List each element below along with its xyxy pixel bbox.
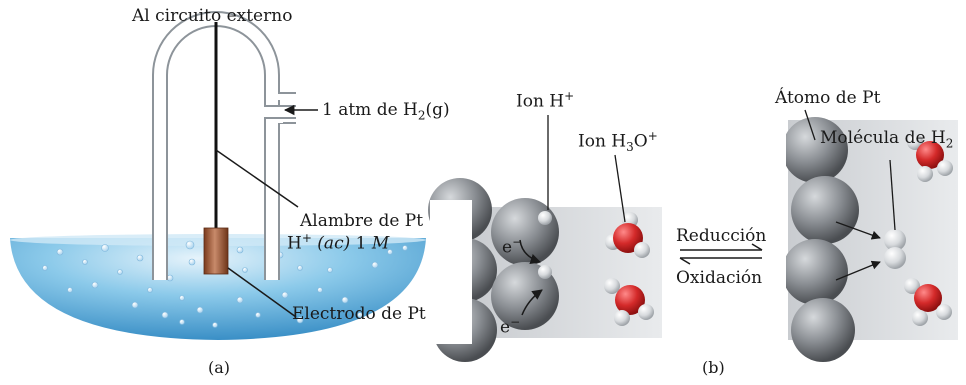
h-ion <box>538 265 552 279</box>
panel-b-left <box>428 115 662 362</box>
pt-electrode <box>203 227 229 275</box>
electron-arrow <box>521 289 543 316</box>
electron-arrow <box>519 239 541 264</box>
hydronium-ion <box>907 134 953 182</box>
h-arrow <box>835 221 881 240</box>
pt-atom-column-right <box>782 117 859 362</box>
h-ion <box>538 211 552 225</box>
h-ion-label: Ion H+ <box>516 89 575 112</box>
h3o-leader <box>614 154 626 223</box>
electron-label: e− <box>502 235 523 258</box>
h2-molecule-label: Molécula de H2 <box>820 128 954 151</box>
panel-b-right <box>780 109 958 362</box>
hydronium-ion <box>605 212 650 258</box>
h2-gas-label: 1 atm de H2(g) <box>322 100 450 123</box>
equilibrium-arrows <box>679 243 763 265</box>
h2-molecule <box>884 229 906 269</box>
hydronium-ion <box>904 278 952 326</box>
reduction-label: Reducción <box>676 226 767 246</box>
acid-solution <box>10 238 426 340</box>
h3o-ion-label: Ion H3O+ <box>578 129 658 155</box>
pt-wire-leader <box>215 149 299 208</box>
pt-electrode-leader <box>227 267 297 318</box>
pt-atom-leader <box>804 109 816 141</box>
panel-a <box>10 11 426 340</box>
hydronium-ion <box>604 278 654 326</box>
solution-label: H+ (ac) 1 M <box>287 231 390 254</box>
pt-electrode-label: Electrodo de Pt <box>292 304 426 324</box>
external-circuit-label: Al circuito externo <box>132 6 293 26</box>
pt-wire-label: Alambre de Pt <box>300 211 424 231</box>
h2-molecule-leader <box>889 159 896 231</box>
caption-a: (a) <box>208 358 231 377</box>
gas-tube <box>152 11 296 280</box>
gas-bubbles <box>42 240 408 328</box>
electron-label: e− <box>500 315 521 338</box>
h-arrow <box>835 260 881 281</box>
caption-b: (b) <box>702 358 725 377</box>
pt-atom-label: Átomo de Pt <box>775 88 881 108</box>
oxidation-label: Oxidación <box>676 268 763 288</box>
